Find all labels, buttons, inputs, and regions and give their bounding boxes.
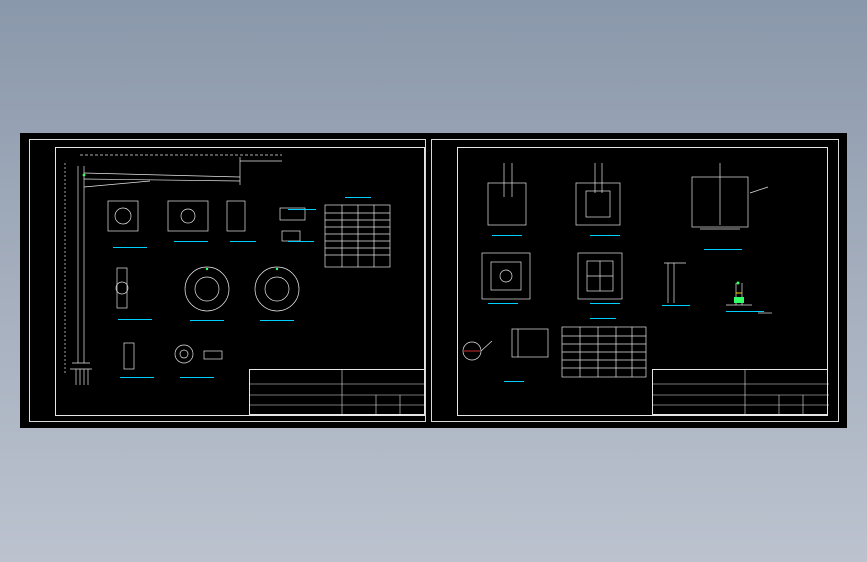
title-block-2-grid [653, 370, 829, 416]
drawing-frame-1 [55, 147, 425, 416]
title-block-1-grid [250, 370, 426, 416]
cad-viewport[interactable] [20, 133, 847, 428]
sheet-2-linework [462, 163, 772, 378]
title-block-2 [652, 369, 829, 416]
drawing-sheet-2[interactable] [431, 139, 839, 422]
title-block-1 [249, 369, 426, 416]
drawing-frame-2 [457, 147, 828, 416]
drawing-sheet-1[interactable] [29, 139, 426, 422]
sheet-1-linework [64, 154, 391, 385]
